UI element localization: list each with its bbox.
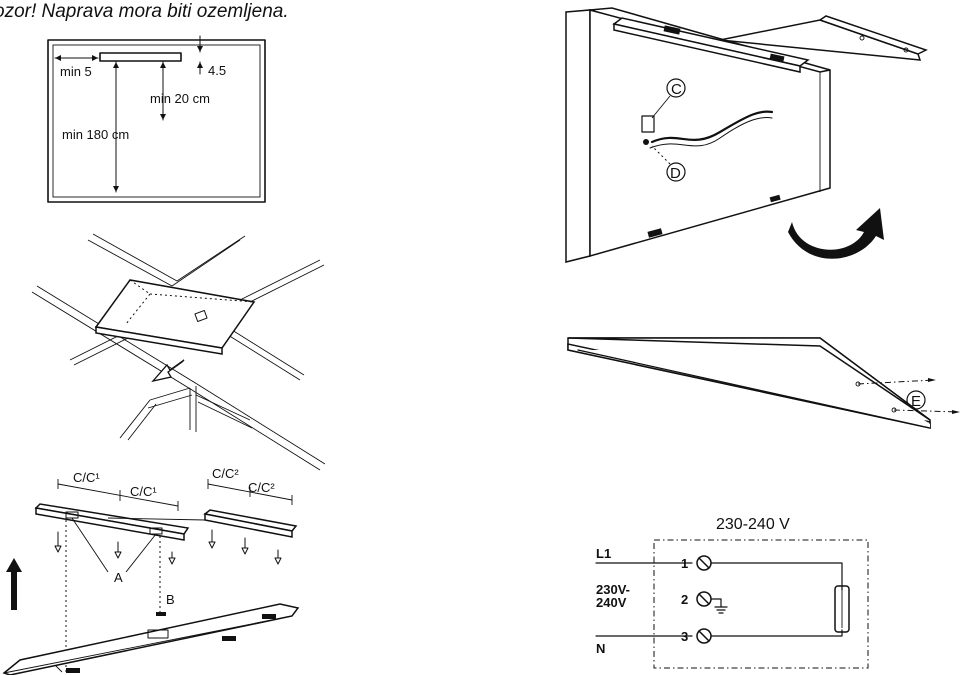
supply-voltage-2: 240V — [596, 595, 627, 610]
dim-wall-label: min 20 cm — [150, 91, 210, 106]
supply-voltage-1: 230V- — [596, 582, 630, 597]
line-n-label: N — [596, 641, 605, 656]
callout-d-label: D — [670, 165, 681, 182]
terminal-screws — [696, 555, 712, 644]
panel-open-diagram: C D — [565, 7, 928, 263]
line-l1-label: L1 — [596, 546, 611, 561]
insert-direction-arrow — [151, 359, 185, 383]
screws — [54, 529, 282, 565]
wiring-diagram: 230-240 V L1 N 230V- 240V 1 2 3 — [595, 516, 869, 669]
dim-top-label: 4.5 — [208, 63, 226, 78]
terminal-2-label: 2 — [681, 592, 688, 607]
spacing-label-1a: C/C¹ — [73, 470, 100, 485]
spacing-label-2a: C/C² — [212, 466, 239, 481]
callout-c-label: C — [671, 81, 682, 98]
dim-floor-label: min 180 cm — [62, 127, 129, 142]
ceiling-grid-diagram — [31, 233, 326, 471]
power-cable — [650, 110, 774, 144]
lift-up-arrow — [6, 558, 22, 610]
heating-element — [834, 585, 850, 633]
terminal-1-label: 1 — [681, 556, 688, 571]
panel-body — [565, 9, 591, 263]
rotate-arrow — [788, 208, 884, 259]
placement-diagram: min 5 4.5 min 20 cm min 180 cm — [47, 35, 266, 203]
heater-panel-outline — [99, 52, 182, 62]
ceiling-panel — [94, 279, 256, 349]
mounting-diagram: C/C¹ C/C¹ C/C² C/C² A — [2, 466, 300, 675]
connector-block — [641, 115, 655, 133]
label-b-right: B — [166, 592, 175, 607]
dim-side-label: min 5 — [60, 64, 92, 79]
callout-e-circle — [906, 390, 926, 410]
callout-d-circle — [666, 162, 686, 182]
wall-outline-outer — [47, 39, 266, 203]
grounding-warning: ozor! Naprava mora biti ozemljena. — [0, 1, 289, 22]
panel-bracket — [194, 310, 208, 322]
panel-side-diagram: E — [567, 337, 960, 429]
callout-c-circle — [666, 78, 686, 98]
earth-icon — [710, 598, 728, 614]
spacing-label-2b: C/C² — [248, 480, 275, 495]
heating-element-wires — [710, 562, 843, 637]
callout-e-label: E — [911, 393, 921, 410]
terminal-3-label: 3 — [681, 629, 688, 644]
junction-box — [653, 539, 869, 669]
dim-wall-arrowhead — [160, 62, 166, 120]
label-a: A — [114, 570, 123, 585]
ceiling-panel-edge — [95, 326, 223, 355]
voltage-label: 230-240 V — [716, 516, 790, 533]
wall-outline-inner — [52, 44, 261, 198]
spacing-label-1b: C/C¹ — [130, 484, 157, 499]
